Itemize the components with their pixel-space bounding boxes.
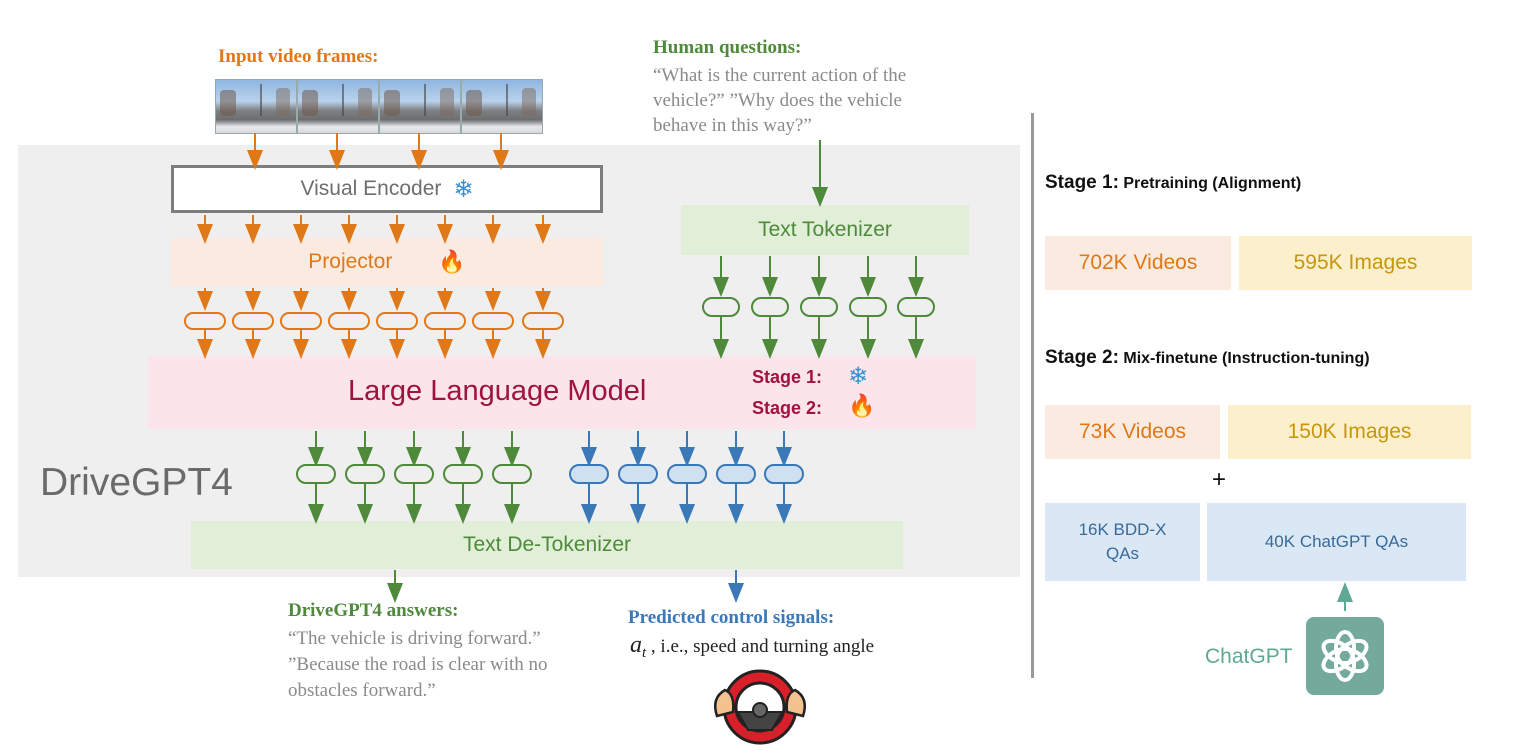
video-frame xyxy=(297,79,379,134)
stage2-label: Stage 2: xyxy=(1045,347,1119,368)
control-title: Predicted control signals: xyxy=(628,607,835,628)
snowflake-icon: ❄ xyxy=(848,362,869,390)
chatgpt-qas: 40K ChatGPT QAs xyxy=(1207,503,1466,581)
control-tokens xyxy=(569,431,804,524)
text-token xyxy=(897,256,935,359)
stage1-label: Stage 1: xyxy=(1045,172,1119,193)
control-symbol: a xyxy=(630,632,642,658)
chatgpt-label: ChatGPT xyxy=(1205,645,1293,668)
answers-title: DriveGPT4 answers: xyxy=(288,600,459,621)
text-token xyxy=(702,256,740,359)
control-token xyxy=(716,431,756,524)
output-text-tokens xyxy=(296,431,532,524)
large-language-model: Large Language Model Stage 1: ❄ Stage 2:… xyxy=(148,356,976,429)
projector-label: Projector xyxy=(308,250,393,273)
stage2-videos: 73K Videos xyxy=(1045,405,1220,459)
fire-icon: 🔥 xyxy=(848,394,876,419)
stage2-desc: Mix-finetune (Instruction-tuning) xyxy=(1123,350,1370,367)
stage1-desc: Pretraining (Alignment) xyxy=(1123,175,1302,192)
visual-token xyxy=(472,288,514,359)
output-text-token xyxy=(345,431,385,524)
chatgpt-qas-label: 40K ChatGPT QAs xyxy=(1264,532,1409,551)
llm-stage2-label: Stage 2: xyxy=(752,398,823,418)
stage2-images-label: 150K Images xyxy=(1287,420,1412,443)
plus-sign: + xyxy=(1212,466,1227,493)
text-token xyxy=(800,256,838,359)
stage2-images: 150K Images xyxy=(1228,405,1471,459)
control-subscript: t xyxy=(642,644,647,661)
encoder-arrows xyxy=(197,215,551,244)
video-frame xyxy=(215,79,297,134)
stage1-images: 595K Images xyxy=(1239,236,1472,290)
frame-arrows xyxy=(247,133,509,170)
output-text-token xyxy=(492,431,532,524)
llm-label: Large Language Model xyxy=(348,375,647,407)
visual-token xyxy=(184,288,226,359)
human-questions-title: Human questions: xyxy=(653,37,802,58)
drivegpt4-label: DriveGPT4 xyxy=(40,461,233,504)
snowflake-icon: ❄ xyxy=(453,175,474,203)
visual-token xyxy=(522,288,564,359)
stage1-images-label: 595K Images xyxy=(1293,251,1418,274)
visual-encoder-label: Visual Encoder xyxy=(300,177,442,200)
input-frames-label: Input video frames: xyxy=(218,46,379,67)
control-token xyxy=(618,431,658,524)
visual-token xyxy=(376,288,418,359)
stage2-videos-label: 73K Videos xyxy=(1078,420,1187,443)
steering-wheel-icon xyxy=(714,669,806,745)
video-frame xyxy=(461,79,543,134)
control-token xyxy=(569,431,609,524)
control-token xyxy=(667,431,707,524)
output-text-token xyxy=(443,431,483,524)
text-tokenizer-label: Text Tokenizer xyxy=(758,218,892,241)
visual-token xyxy=(280,288,322,359)
text-token xyxy=(849,256,887,359)
video-frame xyxy=(379,79,461,134)
text-token xyxy=(751,256,789,359)
stage1-heading: Stage 1: Pretraining (Alignment) xyxy=(1045,172,1301,194)
visual-encoder: Visual Encoder ❄ xyxy=(171,165,603,213)
fire-icon: 🔥 xyxy=(438,249,466,275)
llm-stage1-label: Stage 1: xyxy=(752,367,823,387)
openai-icon xyxy=(1321,630,1369,682)
human-questions-text: “What is the current action of the vehic… xyxy=(653,65,907,136)
visual-token xyxy=(424,288,466,359)
text-tokenizer: Text Tokenizer xyxy=(681,205,969,255)
visual-token xyxy=(328,288,370,359)
output-text-token xyxy=(394,431,434,524)
visual-token xyxy=(232,288,274,359)
stage1-videos: 702K Videos xyxy=(1045,236,1231,290)
text-detokenizer: Text De-Tokenizer xyxy=(191,521,903,569)
visual-tokens xyxy=(184,288,564,359)
stage2-heading: Stage 2: Mix-finetune (Instruction-tunin… xyxy=(1045,347,1370,369)
chatgpt-logo xyxy=(1306,617,1384,695)
divider xyxy=(1031,113,1034,678)
control-token xyxy=(764,431,804,524)
bddx-qas: 16K BDD-X QAs xyxy=(1045,503,1200,581)
control-line: at , i.e., speed and turning angle xyxy=(630,632,874,662)
answers-text: “The vehicle is driving forward.” ”Becau… xyxy=(288,628,548,701)
control-text: , i.e., speed and turning angle xyxy=(650,636,875,657)
text-detokenizer-label: Text De-Tokenizer xyxy=(462,533,632,556)
bddx-qas-label: 16K BDD-X QAs xyxy=(1078,520,1167,563)
projector: Projector 🔥 xyxy=(171,238,603,286)
output-text-token xyxy=(296,431,336,524)
text-tokens xyxy=(702,256,935,359)
stage1-videos-label: 702K Videos xyxy=(1078,251,1198,274)
